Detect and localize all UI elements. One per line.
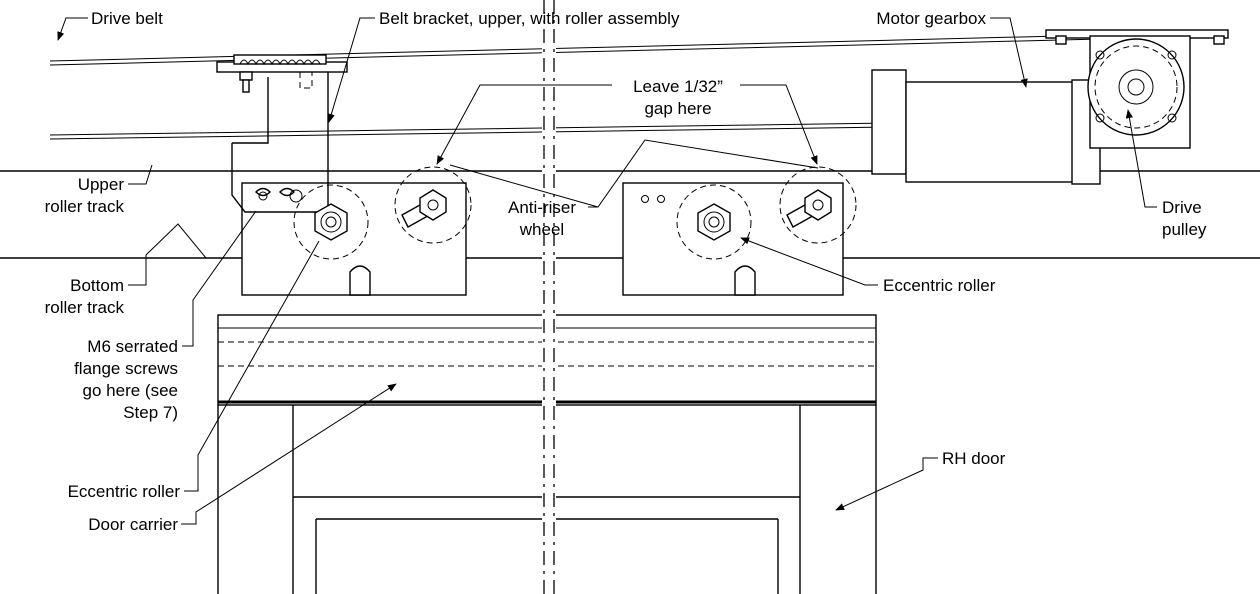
label-drive-pulley-line1: Drive [1162,198,1202,217]
label-upper-track-line2: roller track [45,197,125,216]
label-belt-bracket: Belt bracket, upper, with roller assembl… [379,9,680,28]
left-eccentric-roller [293,184,369,260]
label-anti-riser-line2: wheel [519,220,564,239]
label-leave-gap-line1: Leave 1/32” [633,77,723,96]
label-drive-pulley-line2: pulley [1162,220,1207,239]
callout-labels: Drive belt Belt bracket, upper, with rol… [45,9,1207,534]
label-leave-gap-line2: gap here [644,99,711,118]
label-m6-line2: flange screws [74,359,178,378]
right-anti-riser-wheel [779,166,857,244]
label-door-carrier: Door carrier [88,515,178,534]
label-drive-belt: Drive belt [91,9,163,28]
label-rh-door: RH door [942,449,1006,468]
left-anti-riser-wheel [394,166,472,244]
label-anti-riser-line1: Anti-riser [508,198,576,217]
right-eccentric-roller [676,184,752,260]
door-break-gap [542,0,556,594]
label-m6-line1: M6 serrated [87,337,178,356]
label-motor-gearbox: Motor gearbox [876,9,986,28]
label-eccentric-roller-right: Eccentric roller [883,276,996,295]
drive-pulley [1087,38,1185,136]
leader-lines [57,17,1157,525]
label-bottom-track-line2: roller track [45,298,125,317]
label-m6-line4: Step 7) [123,403,178,422]
label-bottom-track-line1: Bottom [70,276,124,295]
belt-bracket-upper [216,54,348,213]
left-roller-bracket [241,182,467,296]
label-upper-track-line1: Upper [78,175,125,194]
label-eccentric-roller-left: Eccentric roller [68,482,181,501]
label-m6-line3: go here (see [83,381,178,400]
